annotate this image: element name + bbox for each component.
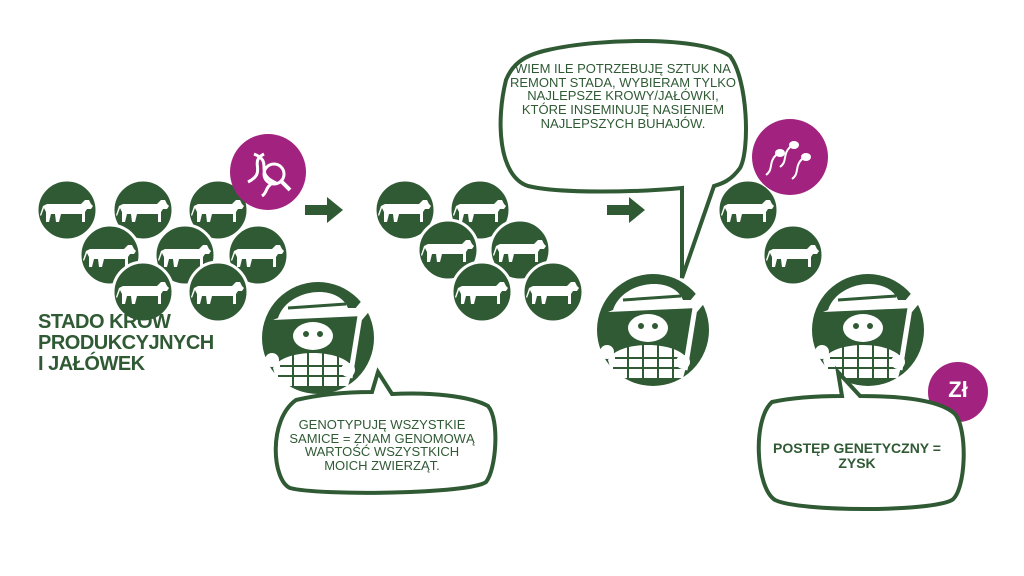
herd-best xyxy=(718,180,823,285)
cow-icon xyxy=(523,262,583,322)
herd-label: Stado krów produkcyjnych i jałówek xyxy=(38,311,214,375)
arrow-right-icon xyxy=(607,197,645,223)
cow-icon xyxy=(37,180,97,240)
arrow-right-icon xyxy=(305,197,343,223)
speech-bubble-progress xyxy=(756,365,966,511)
bubble-progress-text: Postęp genetyczny = zysk xyxy=(773,440,941,471)
money-badge-label: Zł xyxy=(948,377,968,402)
herd-selected xyxy=(375,180,583,322)
farmer-icon xyxy=(262,282,374,394)
cow-icon xyxy=(763,225,823,285)
cow-icon xyxy=(718,180,778,240)
farmer-icon xyxy=(812,274,924,386)
speech-bubble-genotype xyxy=(273,367,498,495)
farmer-icon xyxy=(597,274,709,386)
bubble-selection-text: Wiem ile potrzebuję sztuk na remont stad… xyxy=(509,61,737,131)
cow-icon xyxy=(452,262,512,322)
dna-search-icon xyxy=(230,134,306,210)
speech-bubble-selection xyxy=(498,39,748,279)
bubble-genotype-text: Genotypuję wszystkie samice = znam genom… xyxy=(289,417,475,473)
sperm-icon xyxy=(752,119,828,195)
